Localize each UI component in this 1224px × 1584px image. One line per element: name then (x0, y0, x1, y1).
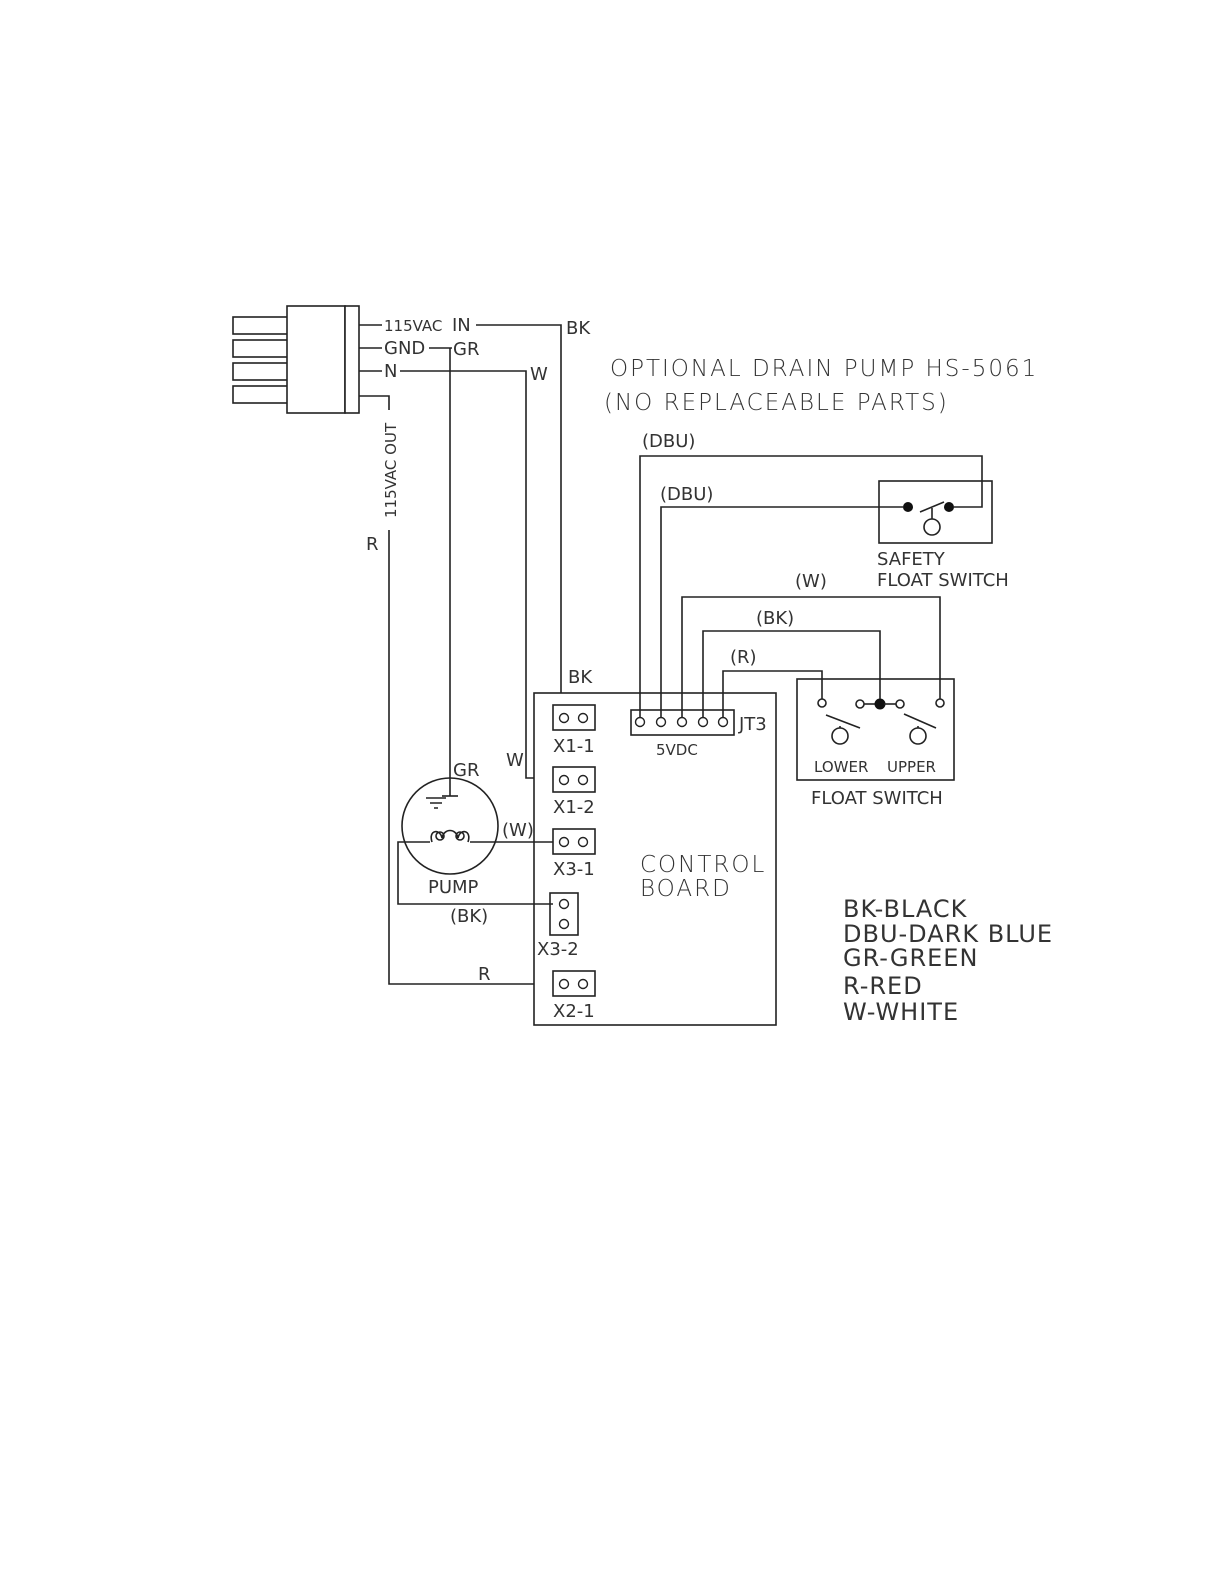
plug-pin-gnd: GND (384, 338, 425, 359)
terminal-x1-2-label: X1-2 (553, 797, 595, 818)
plug-pin-115vac-in: 115VAC (384, 317, 442, 335)
terminal-x1-1 (553, 705, 595, 730)
terminal-x2-1-label: X2-1 (553, 1001, 595, 1022)
connector-jt3-label: JT3 (738, 714, 767, 735)
terminal-x2-1 (553, 971, 595, 996)
plug-pin-in: IN (452, 315, 471, 336)
terminal-x3-2 (550, 893, 578, 935)
wire-label-bk-board: BK (568, 667, 593, 688)
color-legend: BK-BLACK DBU-DARK BLUE GR-GREEN R-RED W-… (843, 895, 1053, 1026)
control-board-label-1: CONTROL (640, 852, 766, 878)
terminal-x1-2 (553, 767, 595, 792)
wire-label-bk-top: BK (566, 318, 591, 339)
wire-label-r-left: R (366, 534, 379, 555)
title-line-1: OPTIONAL DRAIN PUMP HS-5061 (610, 356, 1038, 382)
plug-pin-n: N (384, 361, 397, 382)
wire-label-gr-top: GR (453, 339, 479, 360)
connector-5vdc-label: 5VDC (656, 741, 698, 759)
wire-bk-main (476, 325, 561, 708)
wire-label-gr-pump: GR (453, 760, 479, 781)
wire-label-bk-pump: (BK) (450, 906, 488, 927)
legend-item: BK-BLACK (843, 895, 968, 923)
legend-item: GR-GREEN (843, 944, 978, 972)
plug-pin-115vac-out: 115VAC OUT (382, 422, 400, 518)
wire-w-main (400, 371, 553, 778)
wire-label-bk-float: (BK) (756, 608, 794, 629)
wire-label-w-top: W (530, 364, 548, 385)
title-line-2: (NO REPLACEABLE PARTS) (604, 390, 949, 416)
pump-label: PUMP (428, 877, 479, 898)
terminal-x3-1 (553, 829, 595, 854)
terminal-x3-2-label: X3-2 (537, 939, 579, 960)
safety-switch-label-2: FLOAT SWITCH (877, 570, 1009, 591)
wire-label-dbu-1: (DBU) (642, 431, 695, 452)
wire-label-dbu-2: (DBU) (660, 484, 713, 505)
wire-label-w-pump: (W) (502, 820, 534, 841)
float-switch-lower: LOWER (814, 758, 868, 776)
control-board-label-2: BOARD (640, 876, 732, 902)
wire-label-r-bottom: R (478, 964, 491, 985)
power-plug (233, 306, 359, 413)
float-switch-label: FLOAT SWITCH (811, 788, 943, 809)
legend-item: W-WHITE (843, 998, 959, 1026)
legend-item: R-RED (843, 972, 923, 1000)
wire-label-w-float: (W) (795, 571, 827, 592)
wire-label-w-board: W (506, 750, 524, 771)
safety-switch-label-1: SAFETY (877, 549, 946, 570)
float-switch-upper: UPPER (887, 758, 936, 776)
terminal-x3-1-label: X3-1 (553, 859, 595, 880)
terminal-x1-1-label: X1-1 (553, 736, 595, 757)
wire-label-r-float: (R) (730, 647, 757, 668)
